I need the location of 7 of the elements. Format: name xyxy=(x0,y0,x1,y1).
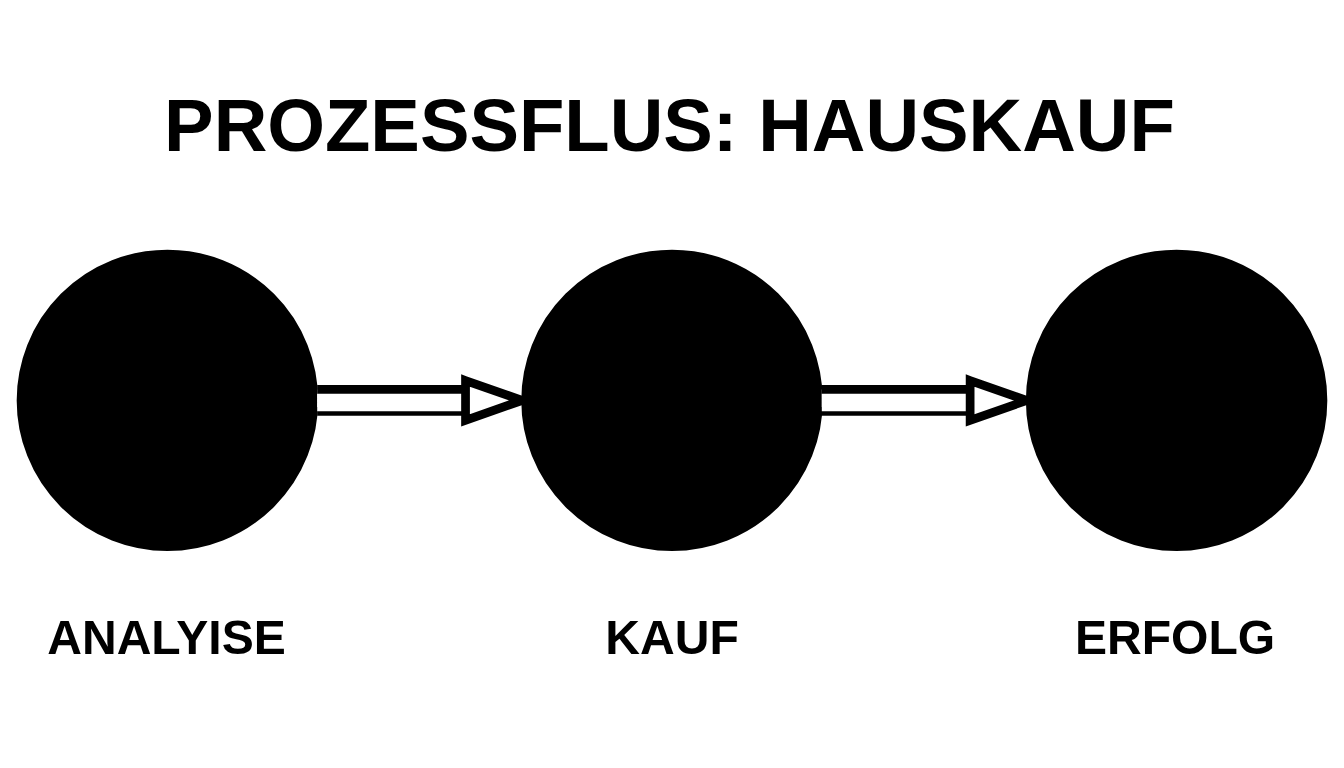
node-label: KAUF xyxy=(605,610,739,664)
node-circle xyxy=(16,249,319,552)
node-label: ERFOLG xyxy=(1075,610,1276,664)
node-circle xyxy=(521,249,823,552)
node-label: ANALYISE xyxy=(47,610,286,664)
node-circle xyxy=(1025,249,1328,552)
diagram-title: PROZESSFLUS: HAUSKAUF xyxy=(164,83,1175,167)
